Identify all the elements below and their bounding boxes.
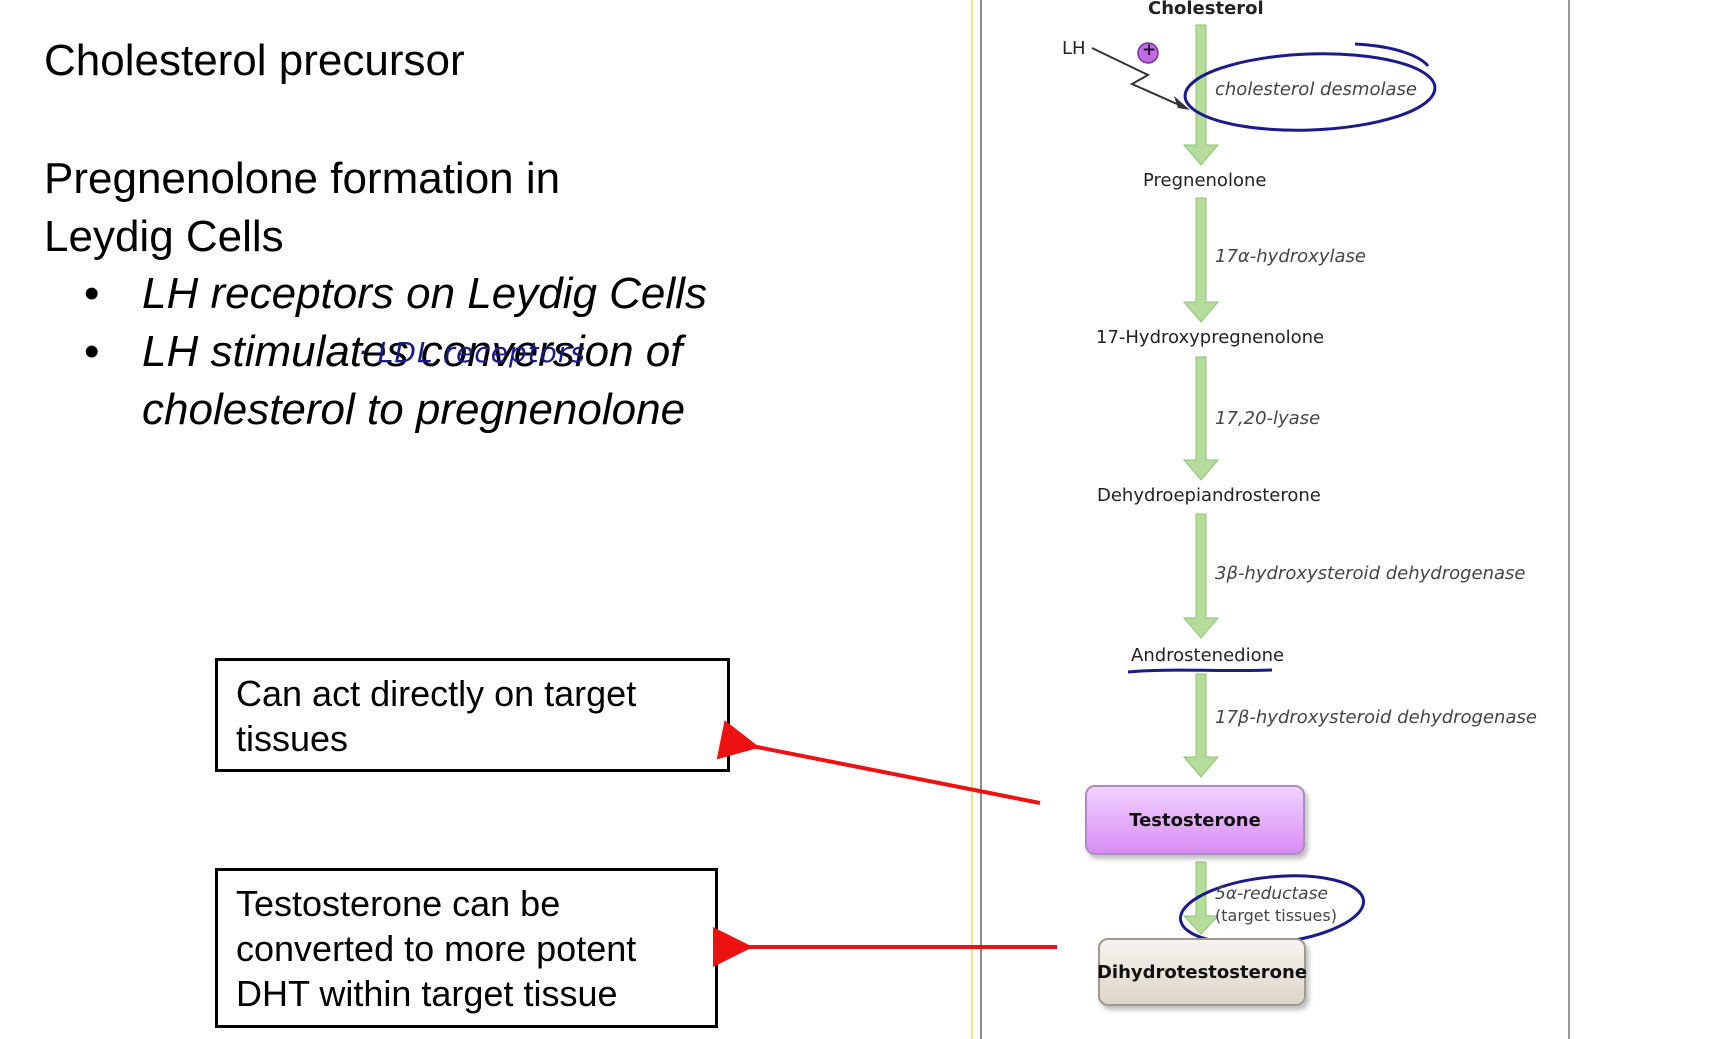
bullet-lh-receptors: • LH receptors on Leydig Cells — [84, 265, 782, 323]
enzyme-cholesterol-desmolase: cholesterol desmolase — [1215, 79, 1417, 100]
arrow-testosterone-to-dht — [1182, 861, 1220, 935]
red-arrow-to-direct-callout — [716, 720, 1041, 805]
arrow-pregnenolone-to-17oh — [1182, 197, 1220, 323]
plus-symbol: + — [1142, 40, 1157, 60]
bullet-list: • LH receptors on Leydig Cells • LH stim… — [84, 265, 782, 439]
compound-testosterone: Testosterone — [1085, 785, 1305, 855]
heading-cholesterol-precursor: Cholesterol precursor — [44, 36, 465, 85]
compound-17-hydroxypregnenolone: 17-Hydroxypregnenolone — [1096, 327, 1325, 348]
bullet-dot: • — [84, 269, 100, 318]
arrow-dhea-to-androstenedione — [1182, 513, 1220, 639]
bullet-text: LH stimulates conversion of cholesterol … — [142, 327, 686, 434]
compound-androstenedione: Androstenedione — [1131, 645, 1285, 666]
callout-dht-conversion: Testosterone can be converted to more po… — [215, 868, 718, 1028]
enzyme-17b-hsd: 17β-hydroxysteroid dehydrogenase — [1215, 707, 1537, 728]
lh-stimulation-line — [1091, 47, 1187, 109]
ink-underline-androstenedione — [1127, 668, 1273, 674]
handwritten-ldl-note: · LDL receptors — [358, 336, 586, 369]
enzyme-5a-reductase: 5α-reductase — [1215, 884, 1328, 904]
enzyme-17a-hydroxylase: 17α-hydroxylase — [1215, 246, 1366, 267]
compound-cholesterol: Cholesterol — [1148, 0, 1264, 19]
arrow-cholesterol-to-pregnenolone — [1182, 24, 1220, 166]
enzyme-17-20-lyase: 17,20-lyase — [1215, 408, 1321, 429]
arrow-17oh-to-dhea — [1182, 356, 1220, 481]
bullet-lh-stimulates: • LH stimulates conversion of cholestero… — [84, 323, 782, 439]
bullet-dot: • — [84, 327, 100, 376]
compound-dhea: Dehydroepiandrosterone — [1097, 485, 1321, 506]
compound-pregnenolone: Pregnenolone — [1143, 170, 1267, 191]
enzyme-3b-hsd: 3β-hydroxysteroid dehydrogenase — [1215, 563, 1526, 584]
arrow-androstenedione-to-testosterone — [1182, 673, 1220, 778]
heading-pregnenolone-formation: Pregnenolone formation in Leydig Cells — [44, 154, 561, 261]
lh-arrowhead — [1174, 96, 1190, 110]
enzyme-target-tissues-note: (target tissues) — [1215, 906, 1337, 925]
callout-direct-action: Can act directly on target tissues — [215, 658, 730, 772]
bullet-text: LH receptors on Leydig Cells — [142, 269, 707, 318]
lh-label: LH — [1062, 38, 1086, 59]
compound-dihydrotestosterone: Dihydrotestosterone — [1097, 938, 1307, 1006]
ink-tail-desmolase — [1354, 42, 1430, 68]
